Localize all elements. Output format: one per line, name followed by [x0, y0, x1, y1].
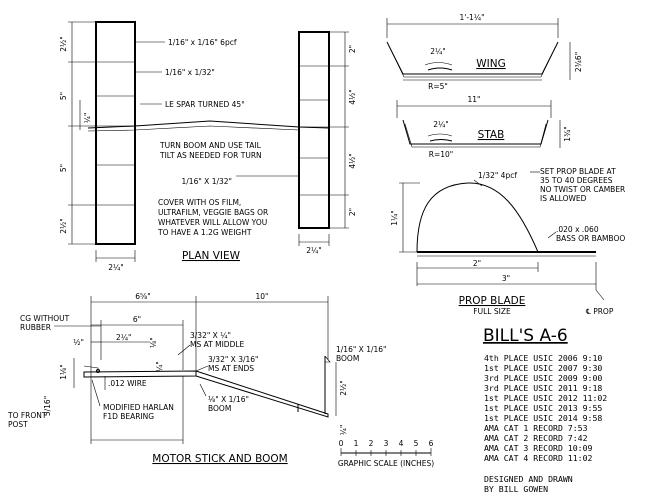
stab-span: 11": [468, 95, 481, 104]
prop-subtitle: FULL SIZE: [473, 307, 511, 316]
prop-centerline: ℄ PROP: [586, 307, 614, 316]
wing-view: 1'-1¼" 2¼" R=5" WING 2¾6": [386, 13, 583, 91]
dim-left-1: 2½": [59, 36, 68, 52]
dim-boom: 10": [256, 292, 269, 301]
left-wing-panel: [95, 21, 136, 245]
dim-right-1: 2": [348, 45, 357, 53]
dim-516: 5/16": [43, 396, 52, 416]
scale-tick: 1: [354, 439, 359, 448]
motor-stick-title: MOTOR STICK AND BOOM: [152, 453, 287, 465]
dim-right-2: 4½": [348, 89, 357, 105]
dim-left-3: 5": [59, 164, 68, 172]
stab-title: STAB: [478, 129, 505, 141]
record-item: AMA CAT 2 RECORD 7:42: [484, 433, 588, 443]
note-cover: COVER WITH OS FILM,ULTRAFILM, VEGGIE BAG…: [157, 198, 268, 237]
prop-note-balsa: 1/32" 4pcf: [478, 171, 517, 180]
note-wire: .012 WIRE: [108, 379, 147, 388]
dim-18b: 1⅛": [59, 364, 68, 380]
prop-height: 1¼": [390, 210, 399, 226]
dim-total: 6⅝": [135, 292, 151, 301]
dim-left-2: 5": [59, 92, 68, 100]
dim-212: 2½": [339, 380, 348, 396]
dim-small: ¼": [83, 113, 92, 124]
records-list: 4th PLACE USIC 2006 9:10 1st PLACE USIC …: [484, 353, 607, 463]
scale-tick: 5: [414, 439, 419, 448]
scale-tick: 2: [369, 439, 374, 448]
record-item: 3rd PLACE USIC 2009 9:00: [484, 373, 602, 383]
dim-right-4: 2": [348, 208, 357, 216]
dim-right-3: 4½": [348, 153, 357, 169]
note-boom-top: 1/16" X 1/16"BOOM: [336, 345, 387, 363]
stab-radius: R=10": [429, 150, 454, 159]
dim-24: 2¼": [116, 333, 132, 342]
record-item: 1st PLACE USIC 2014 9:58: [484, 413, 602, 423]
note-boom-bottom: ⅛" X 1/16"BOOM: [208, 395, 249, 413]
title-block: BILL'S A-6 4th PLACE USIC 2006 9:10 1st …: [483, 326, 607, 494]
note-ms-ends: 3/32" X 3/16"MS AT ENDS: [208, 355, 259, 373]
record-item: AMA CAT 4 RECORD 11:02: [484, 453, 593, 463]
wing-radius: R=5": [428, 82, 448, 91]
stab-view: 11" 2¼" R=10" STAB 1¾": [396, 95, 572, 159]
note-spar: 1/16" x 1/32": [165, 68, 215, 77]
plan-view: 2½" 5" 5" 2½" ¼" 2¼" 2" 4½" 4½" 2" 2¼": [59, 21, 357, 272]
dim-6: 6": [133, 315, 141, 324]
stab-rib-dim: 2¼": [433, 120, 449, 129]
note-spar2: 1/16" X 1/32": [182, 177, 233, 186]
record-item: 1st PLACE USIC 2012 11:02: [484, 393, 607, 403]
wing-title: WING: [476, 58, 505, 70]
wing-span: 1'-1¼": [459, 13, 484, 22]
note-balsa: 1/16" x 1/16" 6pcf: [168, 38, 237, 47]
scale-tick: 3: [384, 439, 389, 448]
prop-dim-2: 2": [473, 259, 481, 268]
dim-14b: ¼": [339, 425, 348, 436]
record-item: 4th PLACE USIC 2006 9:10: [484, 353, 602, 363]
record-item: 3rd PLACE USIC 2011 9:18: [484, 383, 602, 393]
note-le-spar: LE SPAR TURNED 45°: [165, 100, 245, 109]
tail-boom: [195, 370, 329, 418]
prop-title: PROP BLADE: [459, 295, 526, 307]
motor-stick: [83, 370, 197, 378]
width-left: 2¼": [108, 263, 124, 272]
stab-height: 1¾": [563, 126, 572, 142]
scale-tick: 6: [429, 439, 434, 448]
wing-rib-dim: 2¼": [430, 47, 446, 56]
scale-label: GRAPHIC SCALE (INCHES): [338, 459, 434, 468]
scale-tick: 0: [339, 439, 344, 448]
record-item: 1st PLACE USIC 2013 9:55: [484, 403, 602, 413]
record-item: 1st PLACE USIC 2007 9:30: [484, 363, 602, 373]
graphic-scale: 0 1 2 3 4 5 6 GRAPHIC SCALE (INCHES): [338, 439, 434, 468]
bill-title: BILL'S A-6: [483, 326, 568, 346]
scale-tick: 4: [399, 439, 404, 448]
dim-14: ¼": [155, 361, 164, 372]
wing-height: 2¾6": [574, 52, 583, 72]
record-item: AMA CAT 3 RECORD 10:09: [484, 443, 593, 453]
dim-left-4: 2½": [59, 218, 68, 234]
prop-blade-outline: [416, 182, 539, 253]
plan-view-title: PLAN VIEW: [182, 250, 241, 262]
note-ms-middle: 3/32" X ¼"MS AT MIDDLE: [190, 331, 245, 349]
dim-18: ⅛": [149, 337, 158, 348]
prop-dim-3: 3": [502, 274, 510, 283]
right-wing-panel: [298, 31, 330, 229]
dim-half: ½": [73, 338, 84, 347]
width-right: 2¼": [306, 246, 322, 255]
record-item: AMA CAT 1 RECORD 7:53: [484, 423, 588, 433]
